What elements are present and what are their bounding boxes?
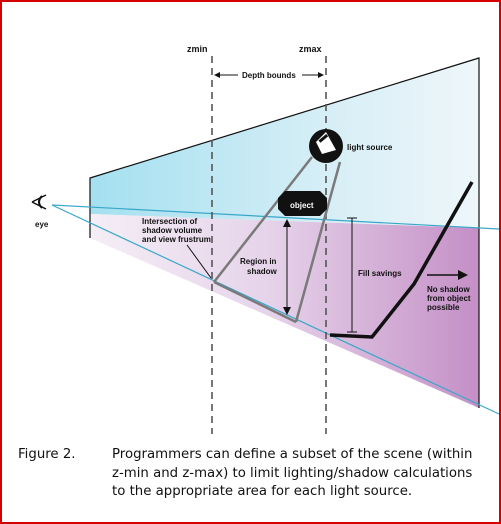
intersection-label-3: and view frustrum <box>142 235 211 244</box>
frustum-outline <box>89 57 480 408</box>
shadow-boundary-line <box>329 181 474 339</box>
eye-label: eye <box>35 220 49 229</box>
depth-bounds-diagram: eye zmin zmax Depth bounds light source … <box>31 44 499 434</box>
object-shape <box>278 191 327 216</box>
zmax-label: zmax <box>299 44 322 54</box>
depth-bounds-label: Depth bounds <box>242 71 296 80</box>
intersection-pointer <box>186 244 212 279</box>
shadow-volume-edge-left <box>213 156 313 283</box>
no-shadow-arrow <box>427 270 468 280</box>
caption-text: Programmers can define a subset of the s… <box>112 447 473 499</box>
figure-caption: Figure 2. Programmers can define a subse… <box>18 446 488 502</box>
depth-bounds-arrow <box>214 72 324 78</box>
region-label-1: Region in <box>240 257 277 266</box>
frustum-upper-region <box>90 58 479 228</box>
eye-icon <box>31 194 47 210</box>
light-source-icon <box>309 129 343 163</box>
no-shadow-label-2: from object <box>427 294 471 303</box>
no-shadow-label-3: possible <box>427 303 460 312</box>
intersection-segment <box>213 280 297 324</box>
fill-savings-bracket <box>347 217 357 333</box>
caption-figure-number: Figure 2. <box>18 447 76 462</box>
fill-savings-label: Fill savings <box>358 269 402 278</box>
view-ray-lower <box>51 204 499 415</box>
zmin-label: zmin <box>187 44 208 54</box>
shadow-region-arrow <box>283 219 291 315</box>
no-shadow-label-1: No shadow <box>427 285 470 294</box>
light-source-label: light source <box>347 143 393 152</box>
region-label-2: shadow <box>247 267 278 276</box>
intersection-label-1: Intersection of <box>142 217 197 226</box>
shadow-volume-edge-right <box>294 161 342 323</box>
view-ray-upper <box>51 204 499 230</box>
object-label: object <box>290 201 314 210</box>
intersection-label-2: shadow volume <box>142 226 203 235</box>
